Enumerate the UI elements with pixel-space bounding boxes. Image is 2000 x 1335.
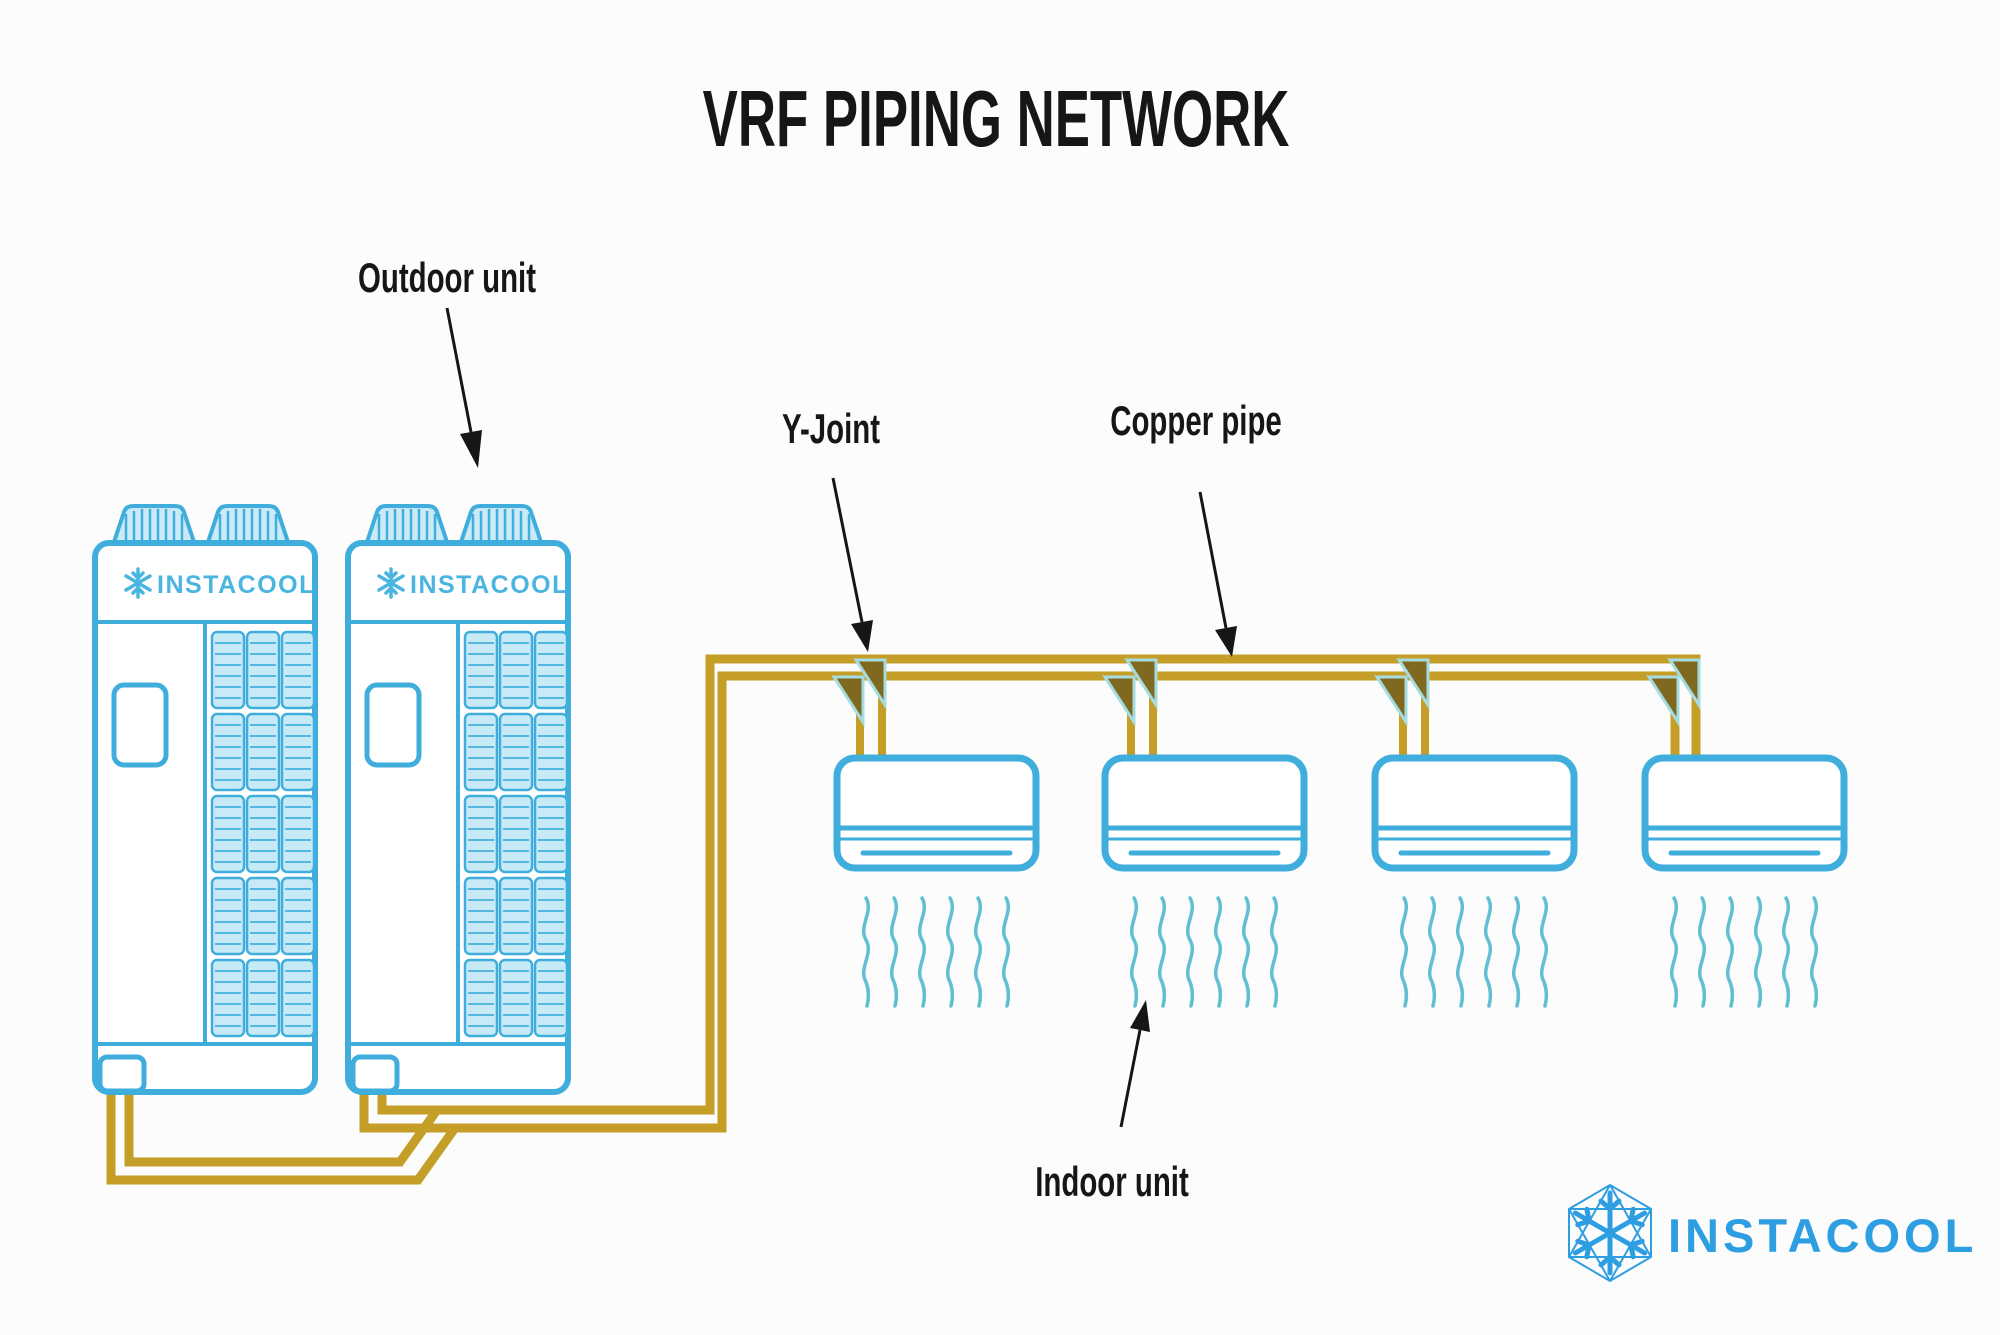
indoor-unit-2: [1105, 758, 1304, 868]
airflow-indoor-unit-2: [1129, 896, 1279, 1008]
outdoor-unit-2: INSTACOOL: [348, 506, 569, 1092]
brand-logo: INSTACOOL: [1568, 1183, 1977, 1283]
indoor-units: [837, 758, 1844, 868]
arrow-outdoor-unit: [445, 307, 482, 468]
snowflake-logo-icon: [1568, 1183, 1652, 1283]
y-joints: [831, 658, 1701, 728]
pipe-outdoor-unit-1-b: [106, 1092, 459, 1185]
indoor-unit-4: [1645, 758, 1844, 868]
label-outdoor-unit: Outdoor unit: [358, 254, 536, 301]
arrow-y-joint: [831, 477, 873, 652]
y-joint-4: [1646, 658, 1701, 728]
indoor-unit-3: [1375, 758, 1574, 868]
outdoor-unit-2-brand: INSTACOOL: [410, 571, 569, 599]
airflow-indoor-unit-4: [1669, 896, 1819, 1008]
label-y-joint: Y-Joint: [781, 405, 881, 452]
arrow-indoor-unit: [1119, 1000, 1150, 1128]
brand-logo-text: INSTACOOL: [1668, 1209, 1977, 1262]
airflow-indoor-unit-3: [1399, 896, 1549, 1008]
airflow: [861, 896, 1819, 1008]
outdoor-unit-1: INSTACOOL: [95, 506, 316, 1092]
y-joint-2: [1102, 658, 1158, 728]
arrow-copper-pipe: [1198, 491, 1237, 657]
y-joint-1: [831, 658, 887, 728]
y-joint-3: [1374, 658, 1430, 728]
pipe-main-top: [377, 654, 1701, 1115]
pipe-outdoor-unit-1-a: [124, 1092, 441, 1167]
indoor-unit-1: [837, 758, 1036, 868]
page-title: VRF PIPING NETWORK: [702, 74, 1290, 163]
annotation-arrows: [445, 307, 1237, 1128]
airflow-indoor-unit-1: [861, 896, 1011, 1008]
outdoor-unit-1-brand: INSTACOOL: [157, 571, 316, 599]
label-indoor-unit: Indoor unit: [1035, 1158, 1189, 1205]
label-copper-pipe: Copper pipe: [1110, 397, 1282, 444]
